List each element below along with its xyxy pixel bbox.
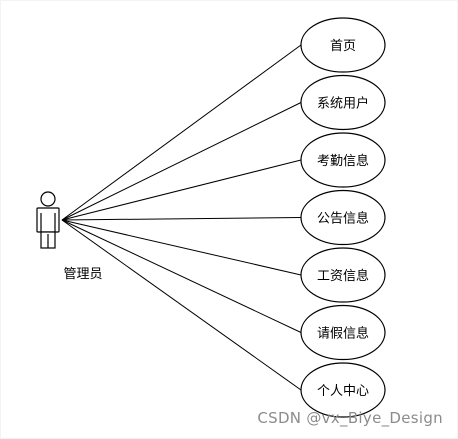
use-case-label: 个人中心 bbox=[317, 384, 369, 399]
use-case: 考勤信息 bbox=[300, 132, 386, 188]
association-line bbox=[61, 219, 302, 333]
use-case-ellipse bbox=[300, 132, 386, 188]
use-case: 个人中心 bbox=[300, 362, 386, 418]
use-case-ellipse bbox=[300, 74, 386, 131]
use-case-label: 系统用户 bbox=[317, 96, 369, 112]
actor-label: 管理员 bbox=[63, 267, 103, 282]
association-line bbox=[61, 44, 302, 221]
actor-head bbox=[40, 191, 56, 207]
actor-figure bbox=[36, 191, 60, 249]
use-case: 首页 bbox=[300, 17, 386, 73]
use-case-label: 工资信息 bbox=[317, 268, 369, 284]
use-case-ellipse bbox=[300, 247, 386, 303]
use-case-ellipse bbox=[300, 17, 386, 73]
association-line bbox=[61, 159, 302, 221]
association-line bbox=[61, 102, 302, 221]
use-case-label: 首页 bbox=[330, 39, 356, 54]
use-case: 公告信息 bbox=[300, 189, 386, 246]
actor-body bbox=[36, 207, 60, 233]
use-case-ellipse bbox=[300, 189, 386, 246]
use-case-label: 公告信息 bbox=[317, 211, 369, 227]
use-case-ellipse bbox=[300, 304, 386, 361]
use-case: 工资信息 bbox=[300, 247, 386, 303]
use-case-label: 请假信息 bbox=[317, 326, 369, 342]
association-line bbox=[61, 219, 302, 276]
association-line bbox=[61, 219, 302, 391]
use-case: 系统用户 bbox=[300, 74, 386, 131]
use-case-label: 考勤信息 bbox=[317, 153, 369, 169]
association-lines bbox=[61, 44, 302, 391]
use-case: 请假信息 bbox=[300, 304, 386, 361]
watermark-text: CSDN @vx_Biye_Design bbox=[257, 409, 443, 427]
use-case-ellipse bbox=[300, 362, 386, 418]
association-line bbox=[61, 217, 302, 221]
